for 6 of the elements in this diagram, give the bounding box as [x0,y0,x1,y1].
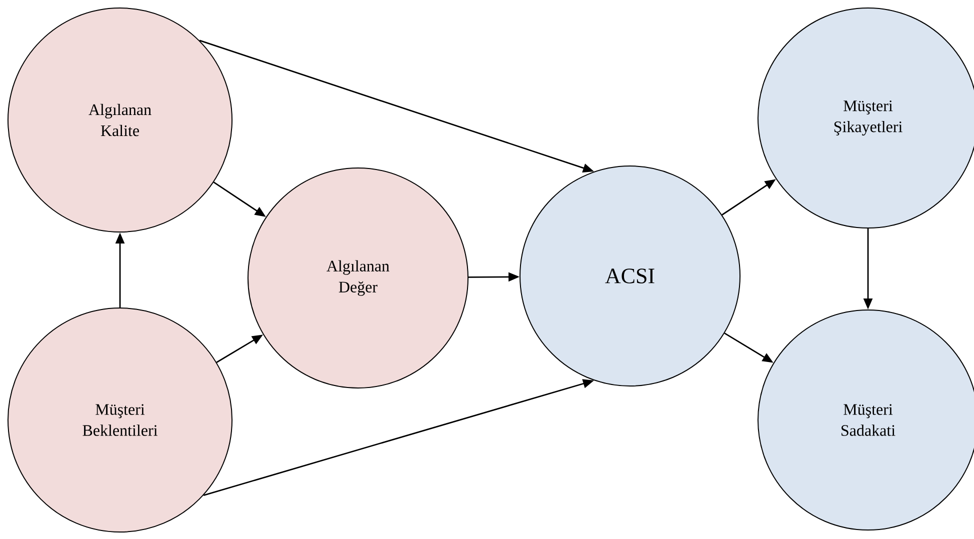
circle-node: Müşteri Beklentileri [8,308,232,532]
circle-node: ACSI [520,166,740,386]
circle-node: Algılanan Kalite [8,8,232,232]
circle-node: Müşteri Sadakati [758,310,974,530]
circle-node: Algılanan Değer [248,168,468,388]
circle-node: Müşteri Şikayetleri [758,8,974,228]
